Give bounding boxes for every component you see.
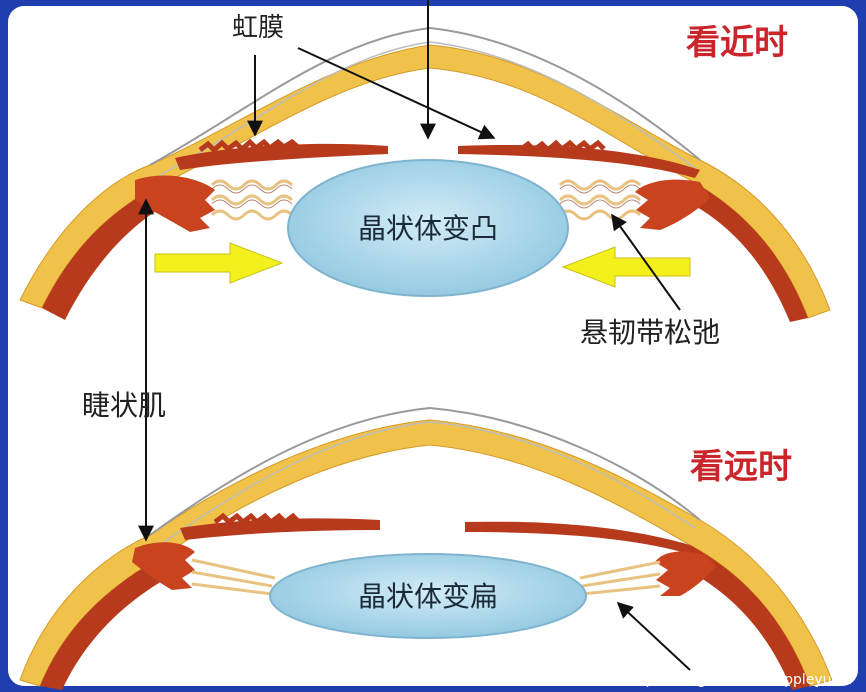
zonule-label: 悬韧带松弛 bbox=[580, 316, 720, 349]
far-lens-label: 晶状体变扁 bbox=[358, 580, 498, 613]
zonule-pointer bbox=[611, 213, 681, 311]
near-title: 看近时 bbox=[686, 23, 788, 63]
iris-label: 虹膜 bbox=[232, 13, 284, 43]
near-zonules bbox=[210, 179, 642, 221]
far-iris-right bbox=[465, 521, 690, 553]
far-zonules bbox=[191, 558, 661, 596]
far-title: 看远时 bbox=[690, 447, 792, 487]
near-ciliary-right bbox=[635, 179, 710, 230]
iris-pointer-right bbox=[297, 47, 496, 140]
far-sclera bbox=[19, 419, 833, 687]
near-choroid-right bbox=[680, 180, 808, 322]
near-iris-right bbox=[458, 145, 700, 178]
near-ciliary-left bbox=[135, 175, 215, 232]
far-zonule-pointer bbox=[616, 601, 691, 671]
far-lens bbox=[269, 553, 587, 639]
far-ciliary-right bbox=[655, 551, 716, 596]
far-eye bbox=[19, 406, 833, 690]
watermark: https://blog.csdn.net/appleyuchi bbox=[626, 672, 852, 688]
far-choroid-right bbox=[678, 545, 810, 690]
ciliary-label: 睫状肌 bbox=[82, 389, 166, 422]
near-lens bbox=[287, 159, 569, 297]
far-ciliary-left bbox=[132, 542, 195, 590]
pointer-lines bbox=[138, 0, 691, 671]
far-choroid-left bbox=[40, 555, 178, 690]
near-arrow-right bbox=[561, 246, 691, 288]
near-lens-label: 晶状体变凸 bbox=[358, 212, 498, 245]
near-eye bbox=[19, 26, 831, 322]
near-arrow-left bbox=[154, 242, 284, 284]
